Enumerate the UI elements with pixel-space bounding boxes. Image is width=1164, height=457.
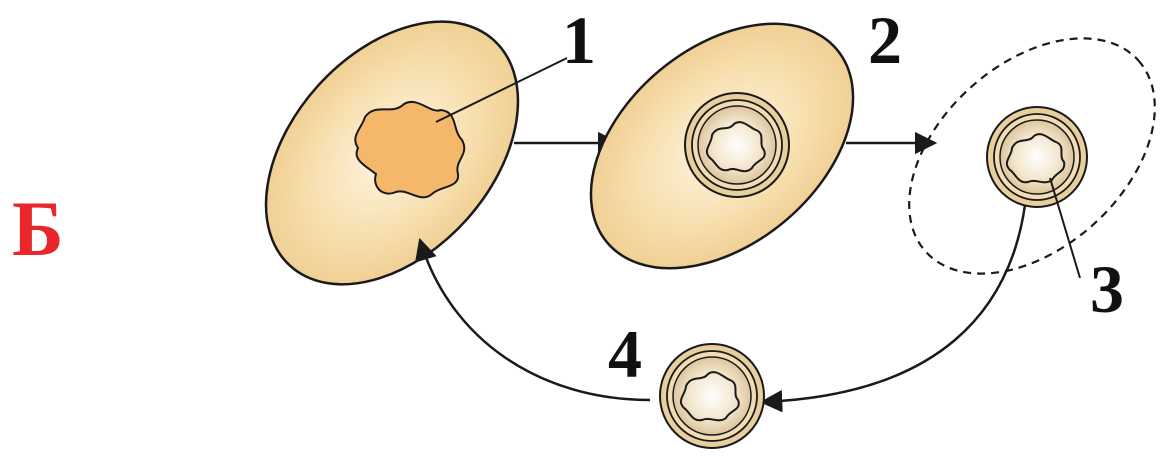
arrow-3-to-4	[762, 205, 1025, 402]
panel-letter: Б	[12, 190, 64, 268]
cell-vegetative	[216, 0, 568, 333]
label-1: 1	[562, 6, 596, 74]
label-2: 2	[868, 6, 902, 74]
cell-encysting	[544, 0, 900, 317]
label-4: 4	[608, 320, 642, 388]
label-3: 3	[1090, 255, 1124, 323]
cyst-released	[987, 107, 1087, 278]
cyst-free	[660, 344, 764, 448]
